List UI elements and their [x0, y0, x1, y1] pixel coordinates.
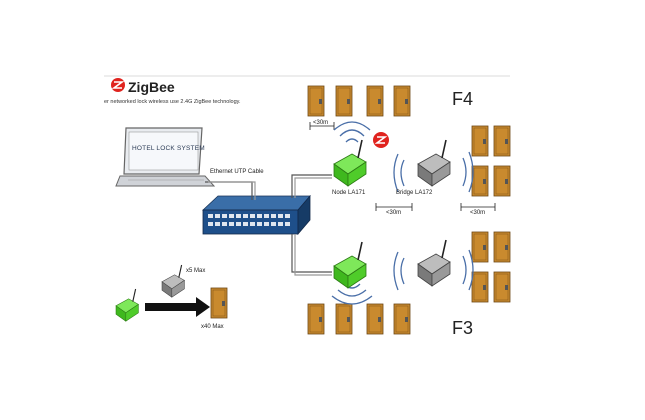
lower-right-doors: [471, 231, 511, 303]
legend-door-icon: [210, 287, 228, 319]
legend-max-locks-label: x40 Max: [201, 324, 224, 330]
laptop-icon: [115, 127, 216, 187]
zigbee-logo-icon: [111, 78, 125, 92]
legend-arrow-icon: [145, 297, 210, 317]
distance-label-node-bridge: <30m: [386, 210, 402, 216]
distance-markers: [309, 122, 496, 211]
zigbee-badge-icon: [373, 132, 389, 148]
wireless-wave-icons: [331, 121, 474, 305]
floor-label-lower: F3: [452, 318, 474, 338]
legend-bridge-icon: [161, 264, 185, 298]
upper-left-doors: [307, 85, 411, 117]
distance-label-bridge-doors: <30m: [470, 210, 486, 216]
ethernet-cables: [205, 174, 332, 276]
bridge-device-lower-icon: [417, 239, 451, 287]
laptop-screen-title: HOTEL LOCK SYSTEM: [132, 145, 205, 152]
node-device-lower-icon: [333, 241, 367, 289]
node-label: Node LA171: [332, 190, 366, 196]
node-device-upper-icon: [333, 139, 367, 187]
bridge-device-upper-icon: [417, 139, 451, 187]
upper-right-doors: [471, 125, 511, 197]
floor-label-upper: F4: [452, 89, 474, 109]
distance-label-doors: <30m: [313, 120, 329, 126]
zigbee-brand-title: ZigBee: [128, 79, 175, 95]
zigbee-tagline: er networked lock wireless use 2.4G ZigB…: [104, 99, 241, 105]
lower-left-doors: [307, 303, 411, 335]
ethernet-switch-icon: [201, 194, 311, 236]
bridge-label: Bridge LA172: [396, 190, 433, 196]
ethernet-cable-label: Ethernet UTP Cable: [210, 169, 264, 175]
legend-node-icon: [115, 288, 139, 322]
legend-max-bridges-label: x5 Max: [186, 268, 206, 274]
